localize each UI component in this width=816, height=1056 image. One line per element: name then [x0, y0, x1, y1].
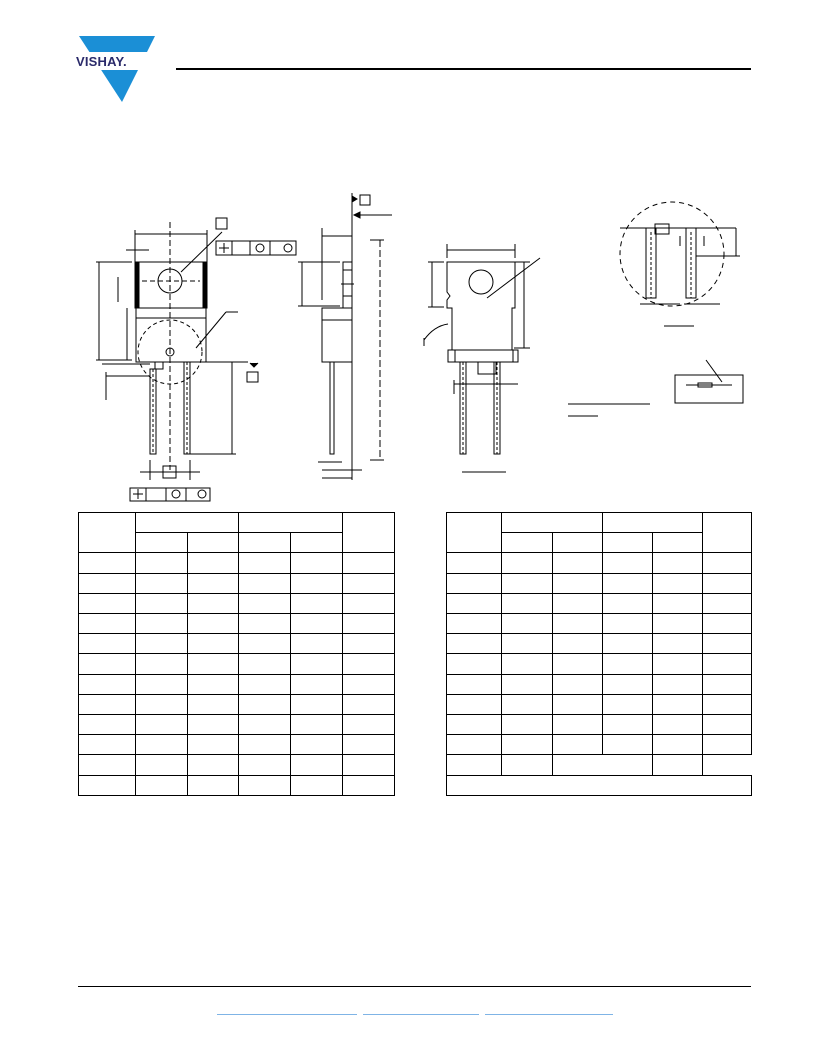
footer-link-2[interactable] — [363, 1014, 479, 1015]
back-view — [423, 244, 541, 473]
side-view — [298, 193, 392, 480]
footer-link-3[interactable] — [485, 1014, 613, 1015]
vishay-logo: VISHAY. — [76, 36, 158, 102]
footer-link-1[interactable] — [217, 1014, 357, 1015]
marking-view — [568, 359, 744, 417]
header-rule — [176, 68, 751, 70]
dimensions-table — [78, 511, 752, 797]
package-outline-drawing — [96, 193, 744, 502]
logo-wordmark: VISHAY. — [76, 54, 127, 69]
detail-view — [619, 201, 740, 327]
footer-rule — [78, 986, 751, 987]
front-view — [96, 217, 297, 502]
